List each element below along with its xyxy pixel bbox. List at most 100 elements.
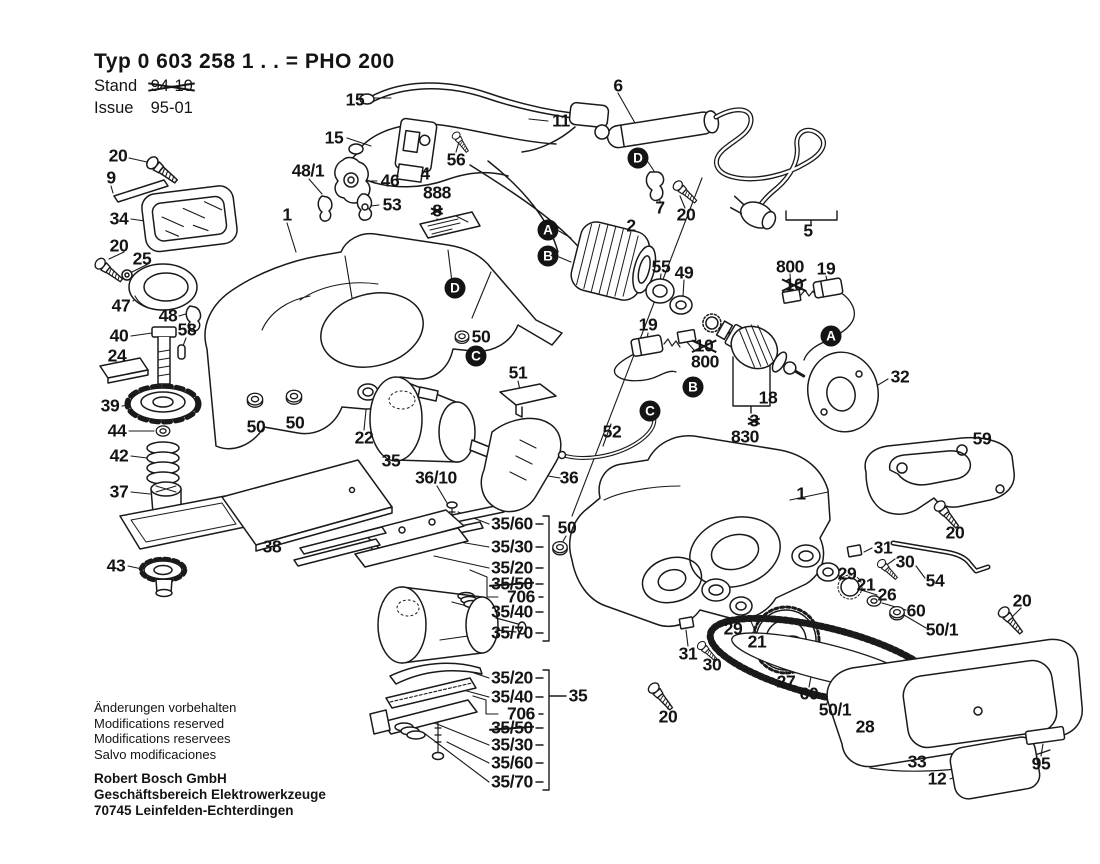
part-label-54: 54 [925, 570, 945, 591]
part-label-19: 19 [638, 314, 658, 335]
part-label-55: 55 [651, 256, 671, 277]
cord-sleeve-and-plug [594, 107, 827, 230]
part-label-37: 37 [109, 481, 129, 502]
issue-label: Issue [94, 99, 134, 117]
motor-electrics [570, 221, 879, 433]
field-stator-2 [570, 221, 657, 301]
title-block: Typ 0 603 258 1 . . = PHO 200 Stand 94-1… [94, 50, 395, 118]
switch-4 [394, 117, 438, 183]
adjusting-knob-39 [124, 383, 202, 425]
part-label-30: 30 [895, 551, 915, 572]
part-label-22: 22 [354, 427, 374, 448]
label-strip-95 [1024, 725, 1066, 746]
part-label-5: 5 [803, 220, 813, 241]
strip-9 [113, 179, 169, 203]
top-cover-34 [141, 185, 238, 253]
part-label-1: 1 [282, 204, 292, 225]
part-label-34: 34 [109, 208, 129, 229]
bracket-51 [499, 383, 557, 418]
guard-47 [128, 263, 198, 311]
part-label-33: 33 [907, 751, 927, 772]
part-label-58: 58 [177, 319, 197, 340]
power-cord-and-switch-assembly [317, 82, 610, 281]
part-label-48: 48 [158, 305, 178, 326]
part-label-35-40: 35/40 [491, 686, 533, 707]
modification-note: Modifications reservees [94, 731, 231, 746]
wiring-callout-B: B [682, 376, 704, 398]
part-label-35-50: 35/50 [491, 717, 533, 738]
pin-58 [177, 344, 186, 360]
part-label-29: 29 [837, 563, 857, 584]
part-label-18: 18 [758, 387, 778, 408]
part-label-44: 44 [107, 420, 127, 441]
part-label-47: 47 [111, 295, 131, 316]
part-label-2: 2 [626, 215, 636, 236]
wiring-callout-C: C [465, 345, 487, 367]
stand-value-struck: 94-10 [150, 77, 193, 95]
mains-plug-5 [729, 195, 777, 230]
part-label-50: 50 [246, 416, 266, 437]
part-label-43: 43 [106, 555, 126, 576]
part-label-830: 830 [731, 426, 759, 447]
part-label-3: 3 [749, 410, 759, 431]
part-label-8: 8 [432, 200, 442, 221]
part-label-35: 35 [381, 450, 401, 471]
type-number: 0 603 258 1 . . [137, 50, 280, 73]
part-label-27: 27 [776, 671, 796, 692]
lever-53 [356, 193, 373, 221]
part-label-50: 50 [557, 517, 577, 538]
type-line: Typ 0 603 258 1 . . = PHO 200 [94, 50, 395, 74]
housing-bottom-1 [568, 435, 831, 628]
part-label-35-60: 35/60 [491, 513, 533, 534]
part-label-52: 52 [602, 421, 622, 442]
part-label-706: 706 [507, 586, 535, 607]
company-line: Robert Bosch GmbH [94, 771, 227, 786]
part-label-21: 21 [747, 631, 767, 652]
part-label-20: 20 [109, 235, 129, 256]
part-label-7: 7 [655, 197, 665, 218]
fan-flange-32 [807, 351, 879, 433]
handle-cover-59 [864, 436, 1015, 515]
part-label-32: 32 [890, 366, 910, 387]
wiring-callout-B: B [537, 245, 559, 267]
part-label-60: 60 [799, 683, 819, 704]
issue-line: Issue 95-01 [94, 99, 395, 118]
part-label-6: 6 [613, 75, 623, 96]
part-label-40: 40 [109, 325, 129, 346]
part-label-35-50: 35/50 [491, 573, 533, 594]
part-label-95: 95 [1031, 753, 1051, 774]
modification-note: Änderungen vorbehalten [94, 700, 237, 715]
clip-48 [185, 305, 202, 332]
part-label-36-10: 36/10 [415, 467, 457, 488]
part-label-800: 800 [691, 351, 719, 372]
part-label-31: 31 [873, 537, 893, 558]
part-label-49: 49 [674, 262, 694, 283]
part-label-35-30: 35/30 [491, 536, 533, 557]
part-label-48-1: 48/1 [291, 160, 325, 181]
wiring-callout-D: D [627, 147, 649, 169]
belt-cover-33 [826, 638, 1083, 772]
part-label-11: 11 [552, 110, 570, 131]
spring-35-70 [394, 722, 426, 740]
modification-note: Salvo modificaciones [94, 746, 217, 762]
part-label-35: 35 [568, 685, 588, 706]
blade-set-lower [369, 662, 483, 761]
part-label-51: 51 [508, 362, 528, 383]
part-label-35-40: 35/40 [491, 601, 533, 622]
part-label-60: 60 [906, 600, 926, 621]
part-label-15: 15 [324, 127, 344, 148]
part-label-31: 31 [678, 643, 698, 664]
stand-line: Stand 94-10 [94, 77, 395, 96]
part-label-800: 800 [776, 256, 804, 277]
part-label-50-1: 50/1 [818, 699, 852, 720]
part-label-59: 59 [972, 428, 992, 449]
part-label-10: 10 [694, 335, 714, 356]
modification-note: Modifications reserved [94, 715, 225, 731]
part-label-36: 36 [559, 467, 579, 488]
cutter-drum [377, 586, 527, 664]
part-label-24: 24 [107, 345, 127, 366]
wiring-callout-A: A [537, 219, 559, 241]
